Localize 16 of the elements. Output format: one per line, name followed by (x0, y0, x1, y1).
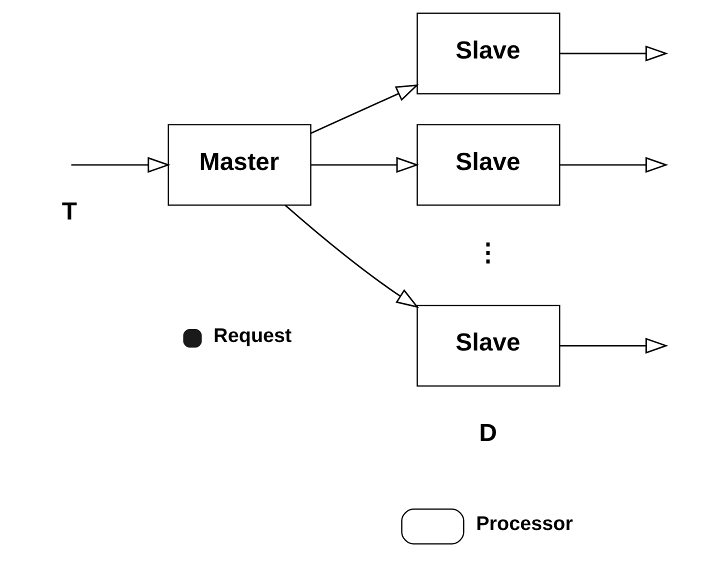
legend-label: Processor (476, 512, 573, 535)
arrow (284, 204, 420, 308)
arrow (560, 46, 668, 62)
arrow (311, 156, 420, 173)
node-box: Slave (416, 304, 560, 387)
node-box: Slave (416, 124, 560, 206)
arrow (310, 84, 419, 134)
label: ⋮ (475, 239, 500, 266)
label: D (479, 420, 498, 448)
arrow (560, 156, 668, 173)
legend-label: Request (214, 324, 292, 347)
arrow (560, 338, 668, 354)
node-box: Slave (416, 12, 560, 94)
arrow (71, 156, 170, 173)
label: T (62, 198, 77, 226)
node-box: Master (168, 124, 312, 206)
